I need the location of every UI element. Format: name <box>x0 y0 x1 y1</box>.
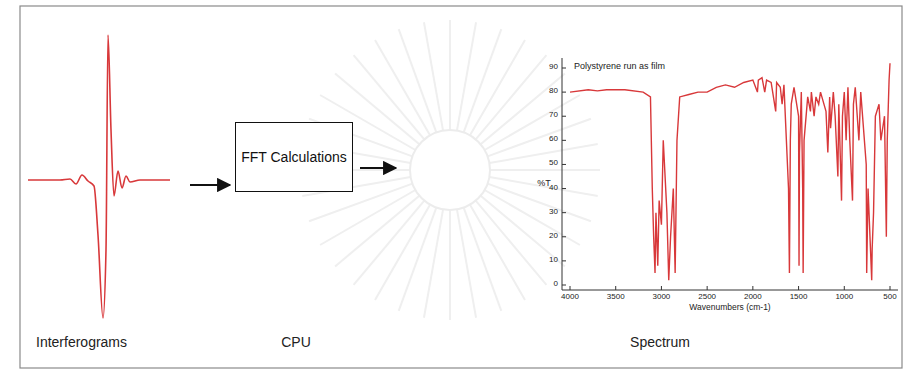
watermark-ray <box>375 205 430 300</box>
watermark-ray <box>457 209 476 317</box>
watermark-ray <box>489 177 597 196</box>
figure-label: Interferograms <box>36 335 127 350</box>
axis-title: %T <box>537 179 551 189</box>
tick-label: 90 <box>549 63 558 72</box>
watermark-ray <box>449 20 451 130</box>
axis-title: Wavenumbers (cm-1) <box>689 303 770 312</box>
tick-label: 40 <box>549 184 558 193</box>
tick-label: 4000 <box>561 293 579 302</box>
watermark-ray <box>457 22 476 130</box>
tick-label: 0 <box>554 280 558 289</box>
tick-label: 2000 <box>744 293 762 302</box>
flow-arrow <box>360 167 396 169</box>
tick-label: 1000 <box>835 293 853 302</box>
interferogram-trace <box>28 35 170 318</box>
watermark-ray <box>488 119 591 157</box>
watermark-ray <box>470 40 525 135</box>
tick-label: 10 <box>549 256 558 265</box>
chart-title: Polystyrene run as film <box>574 62 665 72</box>
watermark-ray <box>424 22 443 130</box>
watermark-ray <box>424 209 443 317</box>
watermark-circle <box>410 130 490 210</box>
tick-label: 20 <box>549 232 558 241</box>
watermark-ray <box>399 29 437 132</box>
figure-label: Spectrum <box>630 335 690 350</box>
watermark-ray <box>490 169 600 171</box>
watermark-ray <box>489 144 597 163</box>
tick-label: 3500 <box>607 293 625 302</box>
watermark-ray <box>485 95 580 150</box>
tick-label: 3000 <box>653 293 671 302</box>
tick-label: 30 <box>549 208 558 217</box>
tick-label: 2500 <box>698 293 716 302</box>
watermark-ray <box>320 190 415 245</box>
flow-arrow <box>190 184 230 186</box>
spectrum-trace <box>570 63 890 280</box>
watermark-ray <box>485 190 580 245</box>
frame <box>20 6 902 368</box>
chart-axes <box>562 58 898 290</box>
tick-label: 80 <box>549 87 558 96</box>
watermark-ray <box>470 205 525 300</box>
figure-label: CPU <box>281 335 311 350</box>
tick-label: 70 <box>549 111 558 120</box>
watermark-ray <box>449 210 451 320</box>
watermark-ray <box>375 40 430 135</box>
tick-label: 60 <box>549 135 558 144</box>
tick-label: 50 <box>549 159 558 168</box>
box-text: FFT Calculations <box>241 149 347 166</box>
tick-label: 500 <box>883 293 896 302</box>
process-box: FFT Calculations <box>235 122 353 192</box>
tick-label: 1500 <box>790 293 808 302</box>
watermark-ray <box>464 208 502 311</box>
